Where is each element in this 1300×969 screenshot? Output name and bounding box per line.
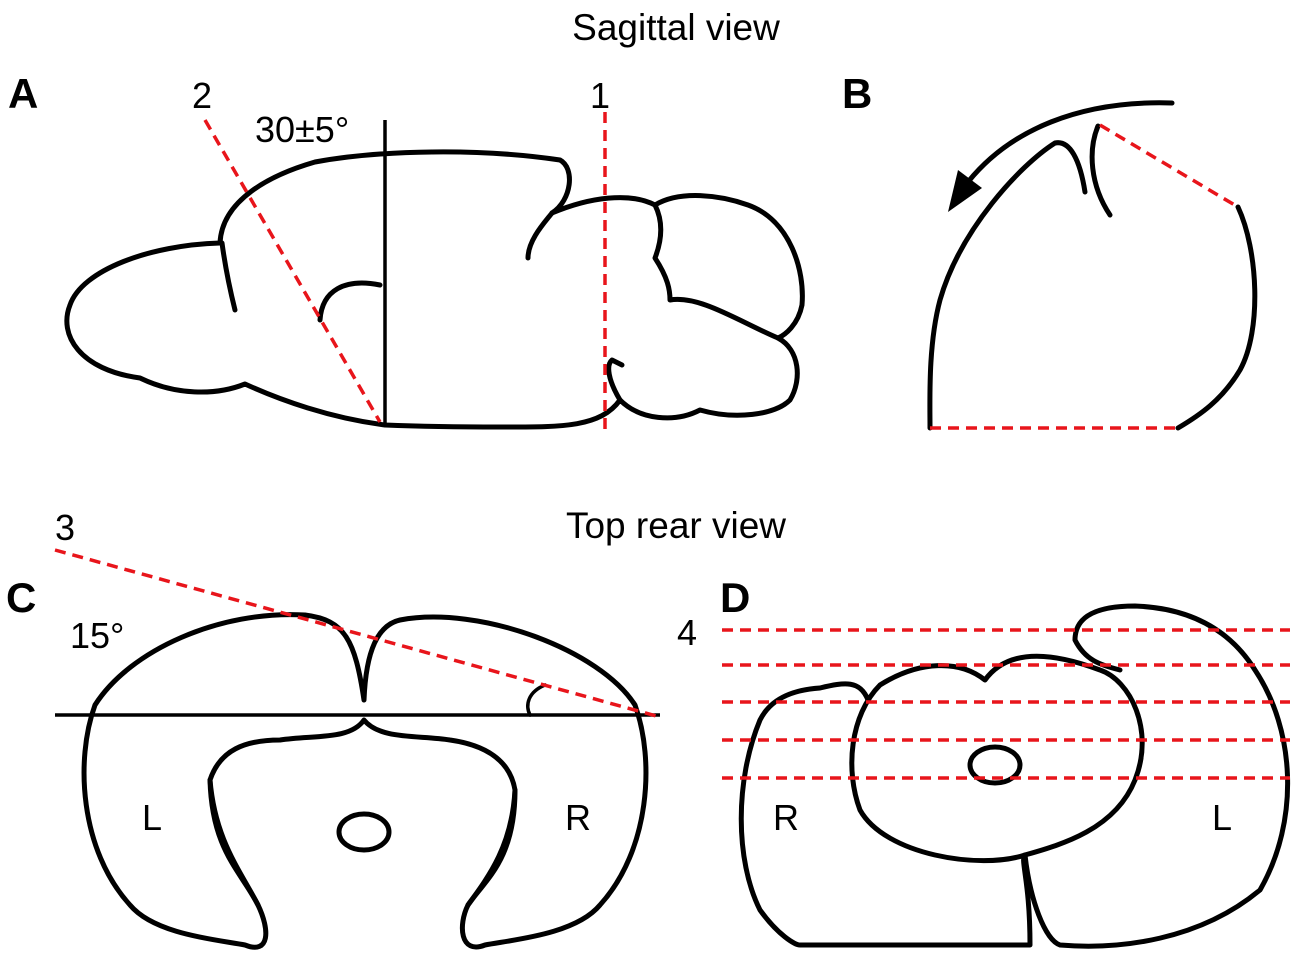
block-notch <box>1089 123 1113 218</box>
panel-label-d: D <box>720 574 750 621</box>
cut-line-3 <box>54 548 661 719</box>
section-center-lobe <box>849 653 1145 864</box>
panel-c-coronal-view: 3 15° L R <box>54 507 661 950</box>
rotation-arrow <box>965 100 1175 185</box>
angle-label-coronal: 15° <box>70 615 124 656</box>
panel-label-c: C <box>6 574 36 621</box>
angle-arc-15 <box>526 683 547 717</box>
brain-outline <box>64 149 805 430</box>
panel-b-trimmed-block <box>927 100 1258 431</box>
heading-top-rear-view: Top rear view <box>566 505 786 546</box>
cut-label-3: 3 <box>55 507 75 548</box>
heading-sagittal-view: Sagittal view <box>572 7 780 48</box>
panel-label-b: B <box>842 70 872 117</box>
block-cut-top <box>1099 123 1239 209</box>
side-label-d-left: R <box>773 797 799 838</box>
cut-label-2: 2 <box>192 75 212 116</box>
rotation-arrowhead <box>948 170 982 212</box>
panel-label-a: A <box>8 70 38 117</box>
side-label-d-right: L <box>1212 797 1232 838</box>
cerebellum-fold-lower <box>606 357 625 403</box>
cut-label-4: 4 <box>677 612 697 653</box>
panel-a-sagittal-brain: 2 1 30±5° <box>64 75 805 432</box>
section-left-lobe <box>738 681 1033 948</box>
side-label-c-right: R <box>565 797 591 838</box>
cerebellum-fold-upper <box>652 202 781 341</box>
panel-d-rotated-section: 4 R L <box>677 603 1290 949</box>
angle-label-sagittal: 30±5° <box>255 109 349 150</box>
block-left-edge <box>927 140 1088 431</box>
coronal-outline <box>81 612 649 950</box>
coronal-aqueduct <box>336 811 392 853</box>
section-aqueduct <box>967 744 1023 786</box>
side-label-c-left: L <box>142 797 162 838</box>
coronal-inner-fold-right <box>465 787 518 908</box>
coronal-inner-fold <box>207 777 261 908</box>
section-right-lobe <box>1022 603 1290 949</box>
cut-line-2 <box>203 119 382 423</box>
block-right-edge <box>1175 204 1258 431</box>
hippocampal-curve <box>317 280 383 323</box>
cortex-sulcus <box>219 240 238 313</box>
cut-label-1: 1 <box>590 75 610 116</box>
cerebellum-front-fold <box>525 210 555 261</box>
